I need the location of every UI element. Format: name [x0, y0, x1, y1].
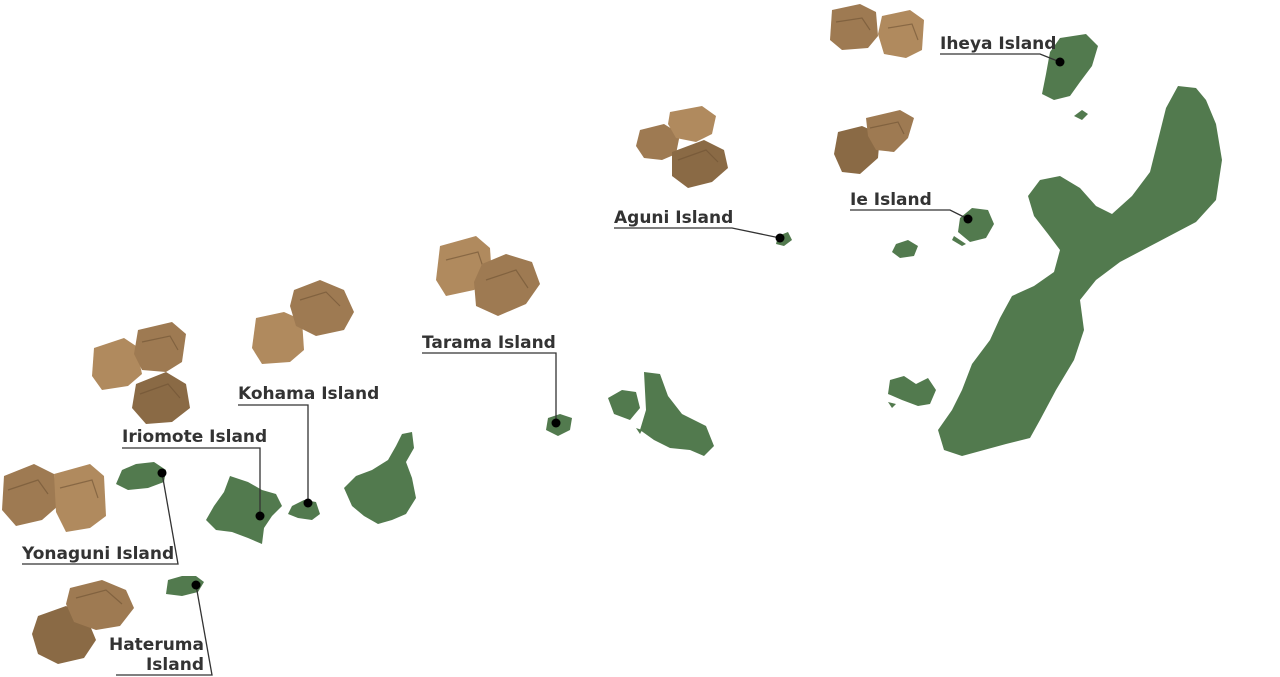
okinawa-main-island: [938, 86, 1222, 456]
iheya-marker: [1055, 57, 1065, 67]
miyako-island: [640, 372, 714, 456]
iheya-leader-line: [940, 53, 1061, 63]
small-islet: [888, 402, 896, 408]
kerama-island: [888, 376, 936, 406]
brown-sugar-chunk-illustration: [252, 280, 354, 364]
yonaguni-island-label: Yonaguni Island: [21, 544, 174, 564]
hateruma-marker: [191, 580, 201, 590]
small-islet: [952, 236, 966, 246]
kohama-island-label: Kohama Island: [238, 384, 379, 404]
tarama-leader-line: [422, 352, 557, 423]
hateruma-island-label-line2: Island: [146, 655, 204, 675]
small-islet: [892, 240, 918, 258]
iriomote-leader-line: [122, 447, 261, 516]
kohama-leader-line: [238, 404, 309, 503]
tarama-marker: [551, 418, 561, 428]
hateruma-island-label-line1: Hateruma: [109, 635, 204, 655]
island-labels: Iheya Island Ie Island Aguni Island Tara…: [21, 34, 1056, 675]
brown-sugar-chunk-illustration: [2, 464, 106, 532]
brown-sugar-chunk-illustration: [92, 322, 190, 424]
ie-island: [958, 208, 994, 242]
yonaguni-island: [116, 462, 166, 490]
islands-layer: [116, 34, 1222, 596]
ie-island-label: Ie Island: [850, 190, 932, 210]
tarama-island-label: Tarama Island: [422, 333, 556, 353]
iheya-island: [1042, 34, 1098, 100]
iriomote-island: [206, 476, 282, 544]
aguni-island-label: Aguni Island: [614, 208, 733, 228]
brown-sugar-chunk-illustration: [32, 580, 134, 664]
irabu-island: [608, 390, 640, 420]
ishigaki-island: [344, 432, 416, 524]
yonaguni-marker: [157, 468, 167, 478]
iriomote-marker: [255, 511, 265, 521]
small-islet: [1074, 110, 1088, 120]
ie-leader-line: [850, 209, 969, 220]
brown-sugar-chunk-illustration: [830, 4, 924, 58]
iriomote-island-label: Iriomote Island: [122, 427, 267, 447]
brown-sugar-chunk-illustration: [834, 110, 914, 174]
aguni-marker: [775, 233, 785, 243]
yonaguni-leader-line: [22, 472, 179, 565]
ie-marker: [963, 214, 973, 224]
brown-sugar-chunk-illustration: [436, 236, 540, 316]
iheya-island-label: Iheya Island: [940, 34, 1056, 54]
aguni-leader-line: [614, 227, 781, 239]
brown-sugar-decorations: [2, 4, 924, 664]
leader-lines: [22, 53, 1065, 676]
hateruma-leader-line: [116, 584, 213, 676]
kohama-marker: [303, 498, 313, 508]
brown-sugar-chunk-illustration: [636, 106, 728, 188]
small-islet: [636, 428, 642, 434]
